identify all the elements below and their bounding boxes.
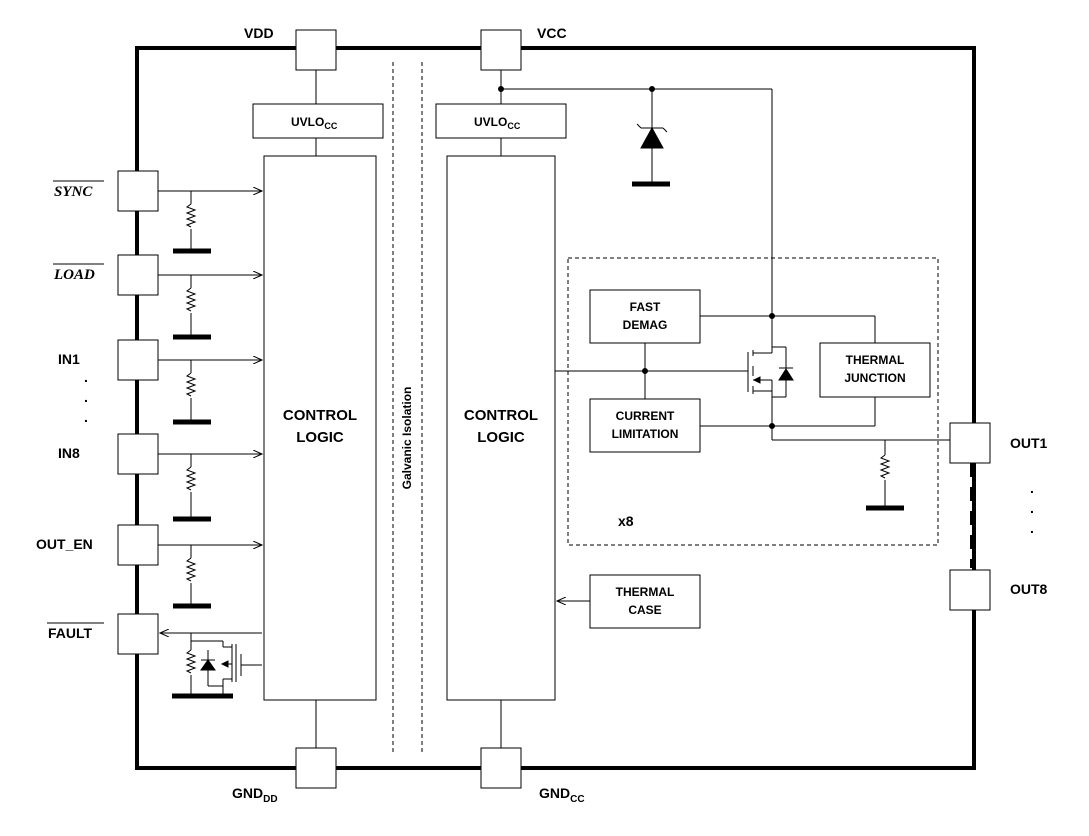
- out1-pin: [949, 422, 991, 464]
- uvlo-left-block: [252, 103, 384, 139]
- package-outline: [135, 46, 976, 770]
- control-logic-left-line2: LOGIC: [296, 429, 344, 446]
- outputs-ellipsis-2: .: [1030, 500, 1034, 516]
- thermal-junction-line1: THERMAL: [846, 353, 905, 367]
- load-label: LOAD: [53, 267, 95, 283]
- out-en-label: OUT_EN: [36, 536, 93, 552]
- in8-pin: [117, 433, 159, 475]
- current-limitation-block: [589, 398, 701, 453]
- gnd-cc-pin: [480, 747, 522, 789]
- uvlo-right-label: UVLOCC: [474, 115, 521, 131]
- out-en-pin: [117, 524, 159, 566]
- vcc-rail: [498, 86, 773, 342]
- gnd-dd-label: GNDDD: [232, 785, 278, 805]
- fast-demag-line1: FAST: [630, 300, 661, 314]
- control-logic-right-line1: CONTROL: [464, 407, 538, 424]
- thermal-case-block: [589, 574, 701, 629]
- outputs-ellipsis-3: .: [1030, 520, 1034, 536]
- gnd-cc-label: GNDCC: [539, 785, 585, 805]
- fault-pin: [117, 613, 159, 655]
- out1-label: OUT1: [1010, 435, 1048, 451]
- inputs-ellipsis-3: .: [84, 409, 88, 425]
- current-limitation-line1: CURRENT: [616, 409, 675, 423]
- multiplier-label: x8: [618, 513, 634, 529]
- inputs-ellipsis-2: .: [84, 389, 88, 405]
- galvanic-isolation-label: Galvanic Isolation: [400, 387, 414, 490]
- inputs-ellipsis-1: .: [84, 369, 88, 385]
- power-stage: [555, 313, 950, 602]
- vcc-label: VCC: [537, 25, 567, 41]
- fault-driver: [160, 633, 262, 699]
- vcc-pin: [480, 29, 522, 71]
- current-limitation-line2: LIMITATION: [612, 427, 679, 441]
- zener-diode: [632, 123, 670, 187]
- load-pin: [117, 254, 159, 296]
- sync-pin: [117, 170, 159, 212]
- in1-pin: [117, 339, 159, 381]
- fault-label: FAULT: [48, 625, 93, 641]
- out8-label: OUT8: [1010, 581, 1048, 597]
- channel-boundary: [567, 257, 939, 546]
- fast-demag-block: [589, 289, 701, 344]
- thermal-case-line1: THERMAL: [616, 585, 675, 599]
- gnd-dd-pin: [295, 747, 337, 789]
- outputs-ellipsis-1: .: [1030, 480, 1034, 496]
- fast-demag-line2: DEMAG: [623, 318, 668, 332]
- in8-label: IN8: [58, 445, 80, 461]
- thermal-junction-line2: JUNCTION: [844, 371, 905, 385]
- input-wires: [158, 191, 262, 609]
- control-logic-right-line2: LOGIC: [477, 429, 525, 446]
- vdd-pin: [295, 29, 337, 71]
- out8-pin: [949, 569, 991, 611]
- uvlo-left-label: UVLOCC: [291, 115, 338, 131]
- control-logic-right-block: [446, 155, 556, 701]
- control-logic-left-line1: CONTROL: [283, 407, 357, 424]
- control-logic-left-block: [263, 155, 377, 701]
- vdd-label: VDD: [244, 25, 274, 41]
- sync-label: SYNC: [54, 184, 93, 200]
- thermal-junction-block: [819, 342, 931, 398]
- in1-label: IN1: [58, 351, 80, 367]
- thermal-case-line2: CASE: [628, 603, 661, 617]
